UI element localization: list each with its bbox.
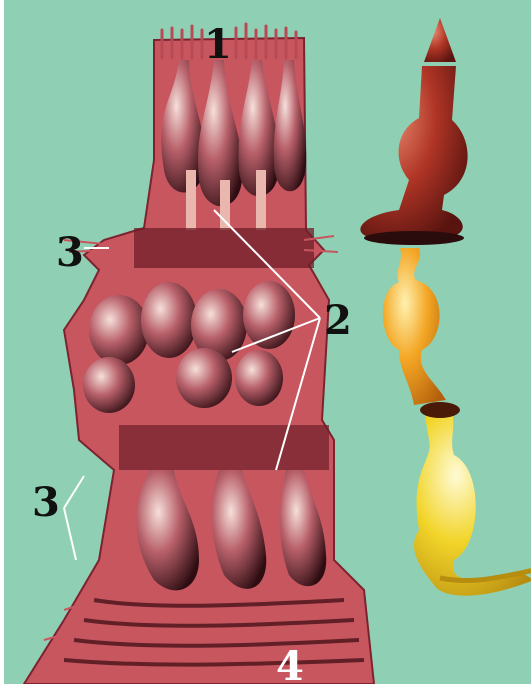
ganglion-neuron bbox=[414, 410, 531, 596]
neuron-chain bbox=[360, 18, 531, 596]
label-3-top: 3 bbox=[56, 229, 84, 276]
label-2: 2 bbox=[324, 297, 352, 344]
outer-synaptic-band bbox=[134, 228, 314, 268]
label-3-leaders bbox=[64, 476, 84, 560]
bipolar-neuron bbox=[383, 248, 446, 405]
label-3-bottom: 3 bbox=[32, 479, 60, 526]
label-1: 1 bbox=[204, 21, 232, 68]
retina-tissue-column bbox=[24, 24, 374, 684]
inner-synaptic-band bbox=[119, 425, 329, 470]
photoreceptor-neuron bbox=[360, 66, 467, 238]
retina-illustration: 1 2 3 3 4 bbox=[4, 0, 531, 684]
ganglion-cells bbox=[137, 470, 327, 590]
cone-tip bbox=[424, 18, 456, 62]
label-4: 4 bbox=[276, 643, 304, 684]
